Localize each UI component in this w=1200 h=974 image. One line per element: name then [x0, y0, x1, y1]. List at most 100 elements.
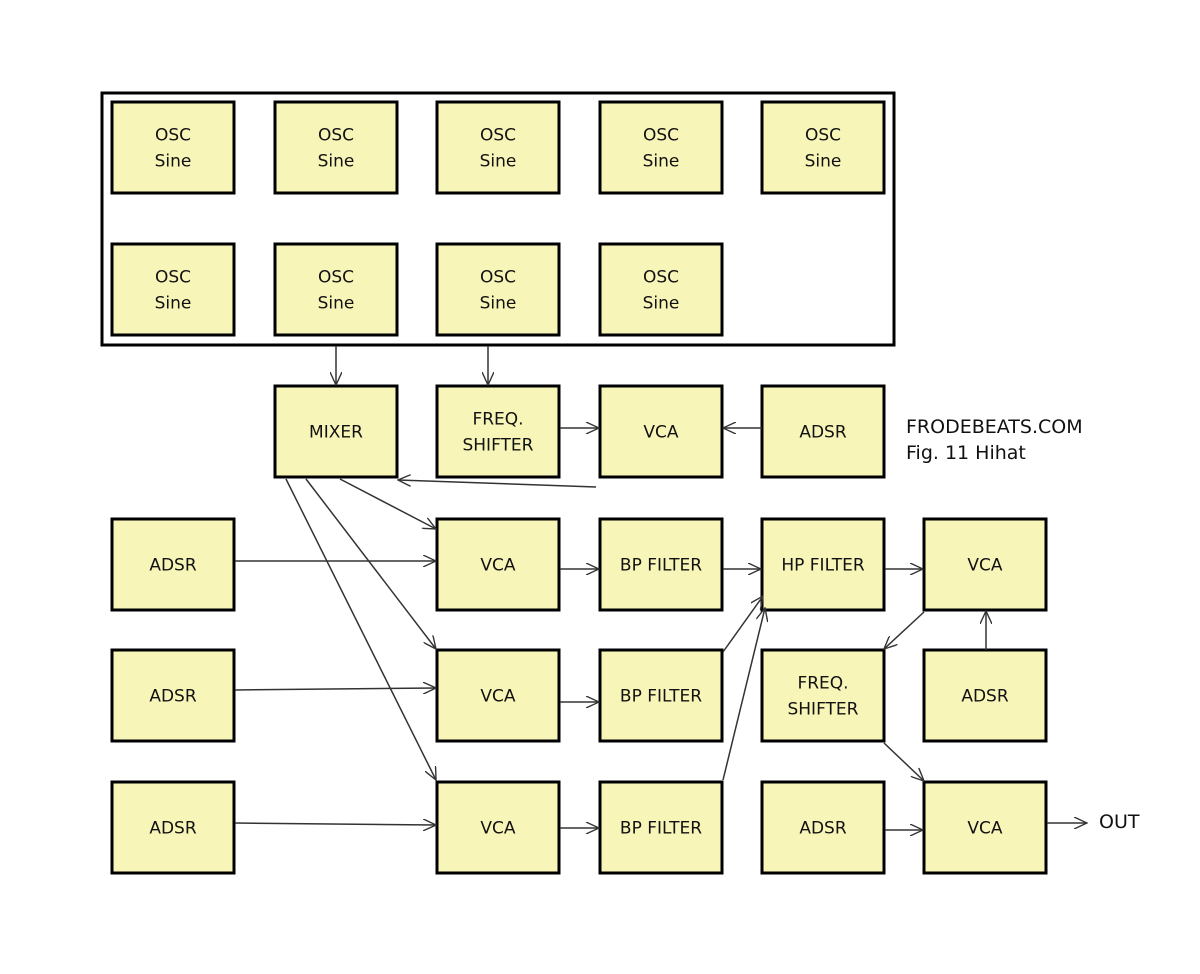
osc-sine-5-label-2: Sine — [805, 152, 842, 172]
vca-2-box — [435, 648, 561, 743]
osc-sine-4-label-1: OSC — [643, 126, 679, 146]
adsr-3-box — [110, 780, 236, 875]
osc-sine-3: OSC Sine — [435, 100, 561, 195]
bp-filter-3-box — [598, 780, 724, 875]
vca-hp-to-freq-shifter-arrow — [884, 611, 925, 649]
adsr-3-label-1: ADSR — [149, 819, 197, 839]
adsr-hp: ADSR — [922, 648, 1048, 743]
bp-filter-3: BP FILTER — [598, 780, 724, 875]
mixer-label-1: MIXER — [309, 423, 363, 443]
caption-site: FRODEBEATS.COM — [906, 416, 1083, 438]
adsr-2-box — [110, 648, 236, 743]
osc-sine-2-label-2: Sine — [318, 152, 355, 172]
osc-sine-9: OSC Sine — [598, 242, 724, 337]
osc-sine-1: OSC Sine — [110, 100, 236, 195]
osc-sine-1-label-1: OSC — [155, 126, 191, 146]
vca-hp-label-1: VCA — [967, 556, 1002, 576]
vca-top: VCA — [598, 384, 724, 479]
freq-shifter-2: FREQ. SHIFTER — [760, 648, 886, 743]
adsr-top-label-1: ADSR — [799, 423, 847, 443]
osc-sine-7: OSC Sine — [273, 242, 399, 337]
mixer-to-vca3-arrow — [285, 478, 436, 780]
bp-filter-2-label-1: BP FILTER — [620, 687, 702, 707]
bp-filter-1: BP FILTER — [598, 517, 724, 612]
vca-hp: VCA — [922, 517, 1048, 612]
vca-top-label-1: VCA — [643, 423, 678, 443]
osc-sine-4: OSC Sine — [598, 100, 724, 195]
freq-shifter-2-label-2: SHIFTER — [787, 700, 858, 720]
osc-sine-4-box — [598, 100, 724, 195]
bp2-to-hp-arrow — [722, 596, 763, 653]
osc-sine-3-box — [435, 100, 561, 195]
output-label: OUT — [1099, 811, 1140, 833]
osc-sine-5-box — [760, 100, 886, 195]
hp-filter-label-1: HP FILTER — [781, 556, 864, 576]
adsr-top-box — [760, 384, 886, 479]
mixer-box — [273, 384, 399, 479]
osc-sine-2-box — [273, 100, 399, 195]
bp-filter-3-label-1: BP FILTER — [620, 819, 702, 839]
bp-filter-2-box — [598, 648, 724, 743]
osc-sine-1-box — [110, 100, 236, 195]
bp-filter-1-label-1: BP FILTER — [620, 556, 702, 576]
osc-sine-8-box — [435, 242, 561, 337]
adsr2-to-vca2-arrow — [234, 688, 436, 690]
connections — [234, 346, 1087, 830]
osc-sine-7-label-2: Sine — [318, 294, 355, 314]
adsr-1-label-1: ADSR — [149, 556, 197, 576]
osc-sine-7-box — [273, 242, 399, 337]
adsr-hp-box — [922, 648, 1048, 743]
osc-sine-7-label-1: OSC — [318, 268, 354, 288]
osc-sine-4-label-2: Sine — [643, 152, 680, 172]
osc-sine-9-box — [598, 242, 724, 337]
vca-out: VCA — [922, 780, 1048, 875]
osc-sine-1-label-2: Sine — [155, 152, 192, 172]
bp-filter-1-box — [598, 517, 724, 612]
osc-sine-3-label-2: Sine — [480, 152, 517, 172]
adsr-2-label-1: ADSR — [149, 687, 197, 707]
freq-shifter-2-label-1: FREQ. — [797, 674, 848, 694]
osc-sine-9-label-1: OSC — [643, 268, 679, 288]
bp-filter-2: BP FILTER — [598, 648, 724, 743]
osc-sine-3-label-1: OSC — [480, 126, 516, 146]
mixer-to-vca1-arrow — [339, 478, 436, 529]
osc-sine-6-label-1: OSC — [155, 268, 191, 288]
vca-to-mixer-arrow — [398, 480, 597, 488]
osc-sine-2: OSC Sine — [273, 100, 399, 195]
osc-sine-6-box — [110, 242, 236, 337]
adsr-top: ADSR — [760, 384, 886, 479]
vca-3-label-1: VCA — [480, 819, 515, 839]
adsr-2: ADSR — [110, 648, 236, 743]
adsr-out: ADSR — [760, 780, 886, 875]
module-boxes: OSCSineOSCSineOSCSineOSCSineOSCSineOSCSi… — [110, 100, 1048, 875]
vca-2: VCA — [435, 648, 561, 743]
osc-sine-2-label-1: OSC — [318, 126, 354, 146]
osc-sine-9-label-2: Sine — [643, 294, 680, 314]
mixer-to-vca2-arrow — [305, 478, 436, 649]
vca-3-box — [435, 780, 561, 875]
bp3-to-hp-arrow — [722, 608, 765, 781]
vca-1-label-1: VCA — [480, 556, 515, 576]
adsr3-to-vca3-arrow — [234, 823, 436, 825]
freq-shifter-1-box — [435, 384, 561, 479]
oscillator-bank-frame — [100, 91, 896, 347]
vca-out-box — [922, 780, 1048, 875]
vca-1: VCA — [435, 517, 561, 612]
freq-shifter-1-label-2: SHIFTER — [462, 436, 533, 456]
osc-sine-8-label-2: Sine — [480, 294, 517, 314]
adsr-out-box — [760, 780, 886, 875]
adsr-1: ADSR — [110, 517, 236, 612]
freq-shifter-2-box — [760, 648, 886, 743]
vca-top-box — [598, 384, 724, 479]
hp-filter: HP FILTER — [760, 517, 886, 612]
vca-3: VCA — [435, 780, 561, 875]
freq-shifter-to-vca-out-arrow — [883, 742, 924, 781]
freq-shifter-1: FREQ.SHIFTER — [435, 384, 561, 479]
osc-sine-8-label-1: OSC — [480, 268, 516, 288]
osc-sine-8: OSC Sine — [435, 242, 561, 337]
hp-filter-box — [760, 517, 886, 612]
adsr-1-box — [110, 517, 236, 612]
vca-2-label-1: VCA — [480, 687, 515, 707]
